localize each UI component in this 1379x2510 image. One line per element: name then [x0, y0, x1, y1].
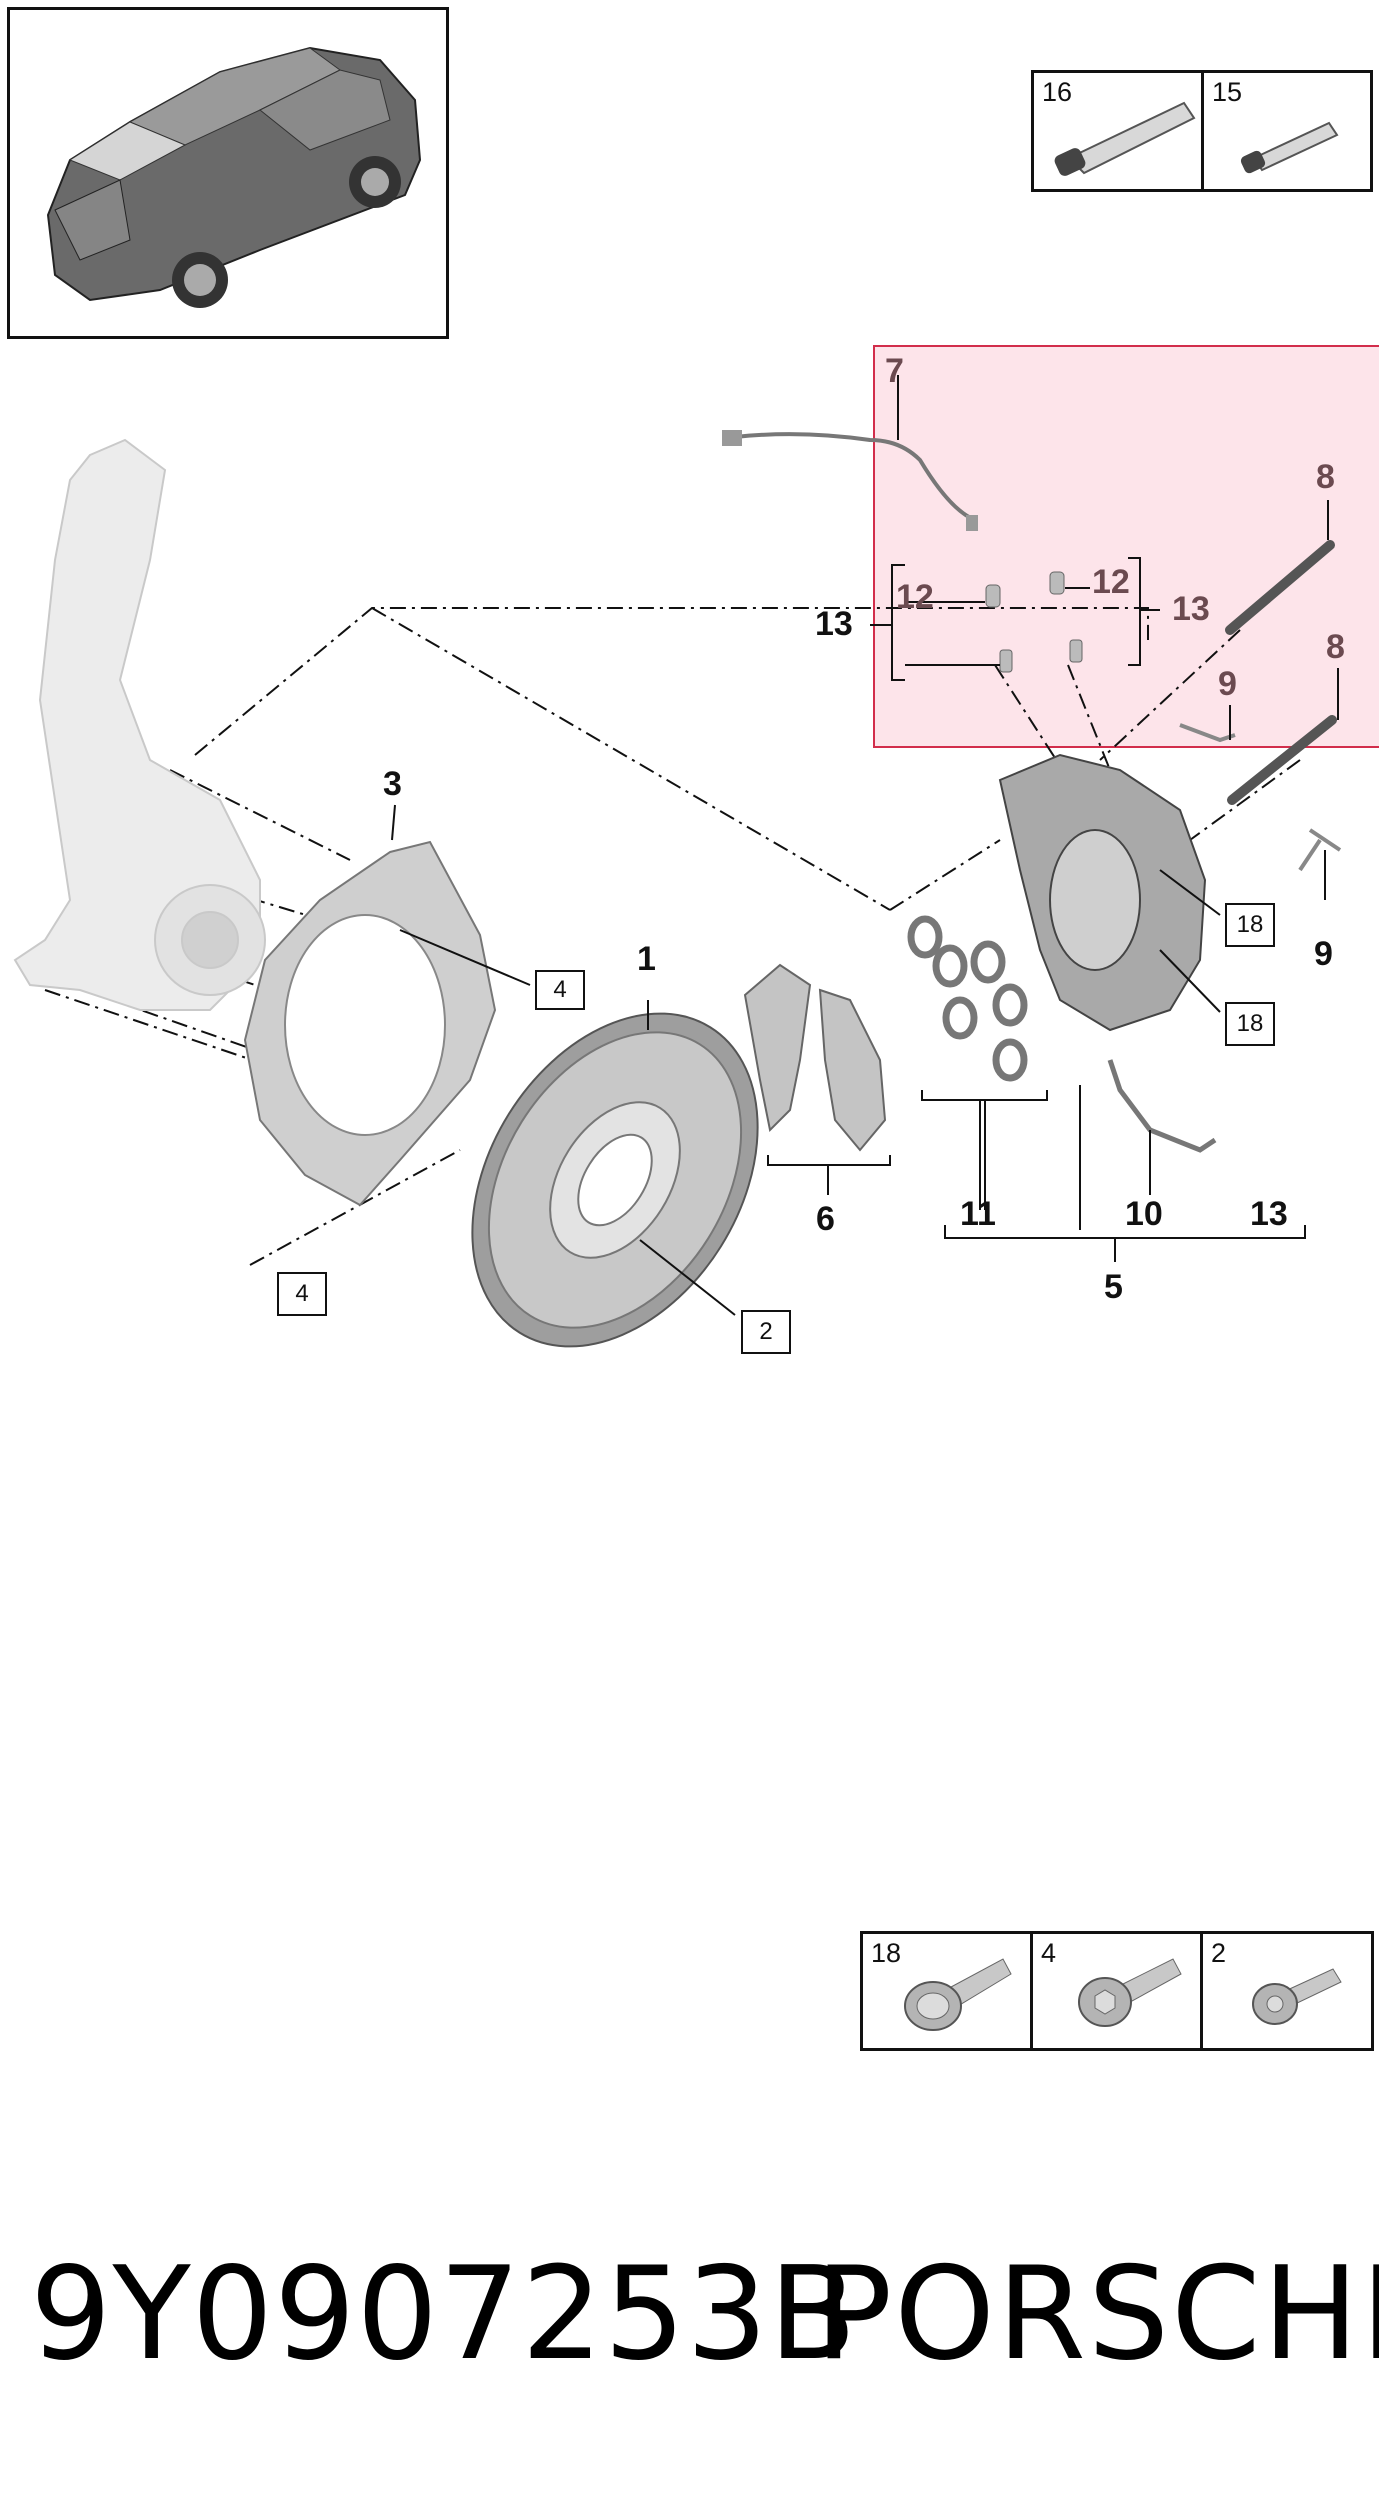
consumable-16[interactable]: 16 — [1034, 73, 1204, 189]
callout-10[interactable]: 10 — [1125, 1195, 1163, 1233]
guide-pins — [1225, 540, 1337, 805]
splined-bolt-icon — [904, 1958, 1012, 2031]
ref-box-4[interactable]: 4 — [535, 970, 585, 1010]
vehicle-thumbnail — [7, 7, 449, 339]
callout-8[interactable]: 8 — [1326, 628, 1345, 666]
ref-box-18[interactable]: 18 — [1225, 903, 1275, 947]
callout-3[interactable]: 3 — [383, 765, 402, 803]
ref-box-4[interactable]: 4 — [277, 1272, 327, 1316]
brake-caliper — [998, 753, 1207, 1032]
brand-name: PORSCHE — [815, 2240, 1379, 2389]
assembly-line-top — [194, 607, 1149, 756]
bleeder-screws — [985, 571, 1083, 673]
wear-sensor — [722, 430, 978, 531]
callout-13[interactable]: 13 — [1172, 590, 1210, 628]
fastener-4[interactable]: 4 — [1033, 1934, 1203, 2048]
brake-disc — [471, 1012, 759, 1348]
torx-flange-bolt-icon — [1078, 1958, 1182, 2027]
callout-13[interactable]: 13 — [1250, 1195, 1288, 1233]
steering-knuckle — [13, 438, 266, 1011]
seal-rings — [907, 915, 1028, 1082]
consumable-15[interactable]: 15 — [1204, 73, 1370, 189]
spring-clips — [1179, 723, 1342, 872]
fastener-2[interactable]: 2 — [1203, 1934, 1371, 2048]
fastener-number: 4 — [1041, 1938, 1057, 1968]
consumable-number: 15 — [1212, 77, 1243, 107]
fastener-18[interactable]: 18 — [863, 1934, 1033, 2048]
callout-9[interactable]: 9 — [1218, 665, 1237, 703]
callout-1[interactable]: 1 — [637, 940, 656, 978]
callout-5[interactable]: 5 — [1104, 1268, 1123, 1306]
suv-icon — [46, 46, 422, 308]
consumable-number: 16 — [1042, 77, 1073, 107]
splash-shield — [243, 840, 497, 1207]
ref-box-18[interactable]: 18 — [1225, 1002, 1275, 1046]
brake-pads — [743, 963, 887, 1152]
fasteners-panel: 18 4 2 — [860, 1931, 1374, 2051]
callout-7[interactable]: 7 — [885, 352, 904, 390]
callout-8[interactable]: 8 — [1316, 458, 1335, 496]
torx-countersunk-screw-icon — [1252, 1968, 1342, 2025]
fastener-number: 18 — [871, 1938, 902, 1968]
highlight-group-area — [873, 345, 1379, 748]
grease-tube-small-icon — [1240, 121, 1339, 174]
callout-11[interactable]: 11 — [960, 1195, 996, 1233]
callout-12[interactable]: 12 — [896, 578, 934, 616]
grease-tube-large-icon — [1054, 101, 1196, 176]
part-number: 9Y0907253B — [30, 2240, 858, 2389]
callout-6[interactable]: 6 — [816, 1200, 835, 1238]
callout-9[interactable]: 9 — [1314, 935, 1333, 973]
consumables-panel: 16 15 — [1031, 70, 1373, 192]
callout-12[interactable]: 12 — [1092, 563, 1130, 601]
fastener-number: 2 — [1211, 1938, 1227, 1968]
brake-line — [1107, 1059, 1217, 1153]
callout-13[interactable]: 13 — [815, 605, 853, 643]
ref-box-2[interactable]: 2 — [741, 1310, 791, 1354]
